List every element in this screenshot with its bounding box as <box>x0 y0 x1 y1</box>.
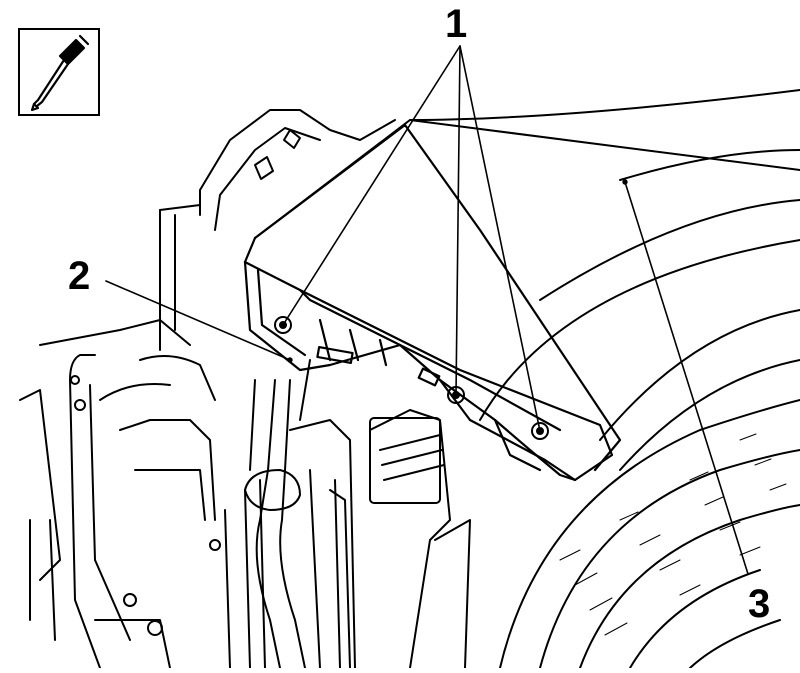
wiring-harness <box>244 359 311 669</box>
engine-bay-components <box>19 109 471 669</box>
leader-lines <box>105 45 749 575</box>
rivet-heads <box>274 316 549 440</box>
rivet-gun-glyph <box>30 34 90 112</box>
rivet-gun-icon <box>18 28 100 116</box>
wheel-arch-fender <box>254 89 800 669</box>
tire-tread-hatching <box>559 433 787 636</box>
fender-panel <box>243 123 622 482</box>
callout-label-2: 2 <box>68 254 91 298</box>
leader-dot-2 <box>287 357 293 363</box>
leader-dot-3 <box>622 179 628 185</box>
mounting-bracket <box>243 260 577 482</box>
callout-label-1: 1 <box>445 2 468 46</box>
callout-label-3: 3 <box>748 582 771 626</box>
